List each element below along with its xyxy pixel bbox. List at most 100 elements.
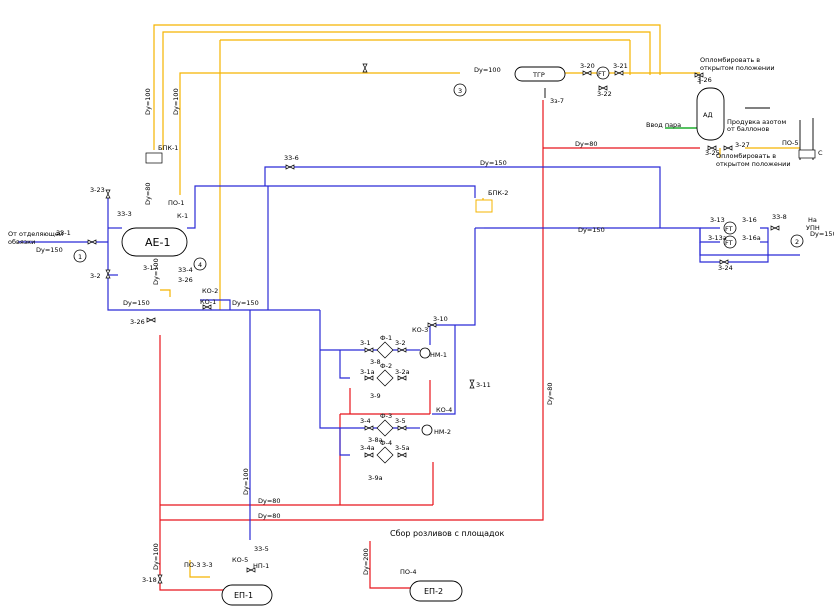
- svg-text:обвязки: обвязки: [8, 238, 35, 246]
- svg-text:Dy=150: Dy=150: [123, 299, 150, 307]
- svg-text:3-2: 3-2: [90, 272, 101, 280]
- vessel-tgr[interactable]: ТГР: [514, 66, 566, 82]
- svg-text:открытом положении: открытом положении: [716, 160, 791, 168]
- svg-text:Опломбировать в: Опломбировать в: [716, 152, 776, 160]
- ft-instrument-2[interactable]: FT: [723, 221, 737, 235]
- svg-text:ПО-1: ПО-1: [168, 199, 185, 207]
- svg-text:На: На: [808, 216, 817, 224]
- svg-text:4: 4: [198, 261, 202, 269]
- pipe-labels: Dy=150 Dy=150 Dy=150 Dy=150 Dy=150 Dy=15…: [36, 66, 834, 575]
- svg-text:3-16: 3-16: [742, 216, 757, 224]
- svg-text:Dy=150: Dy=150: [36, 246, 63, 254]
- svg-text:Dy=80: Dy=80: [258, 497, 281, 505]
- svg-text:Dy=100: Dy=100: [474, 66, 501, 74]
- connection-circle-4: 4: [193, 257, 207, 271]
- ft-instrument-3[interactable]: FT: [723, 235, 737, 249]
- svg-text:3: 3: [458, 87, 462, 95]
- svg-text:Dy=80: Dy=80: [258, 512, 281, 520]
- svg-text:Ввод пара: Ввод пара: [646, 121, 681, 129]
- svg-text:БПК-2: БПК-2: [488, 189, 508, 197]
- safety-valve-bpk2[interactable]: [475, 199, 493, 213]
- svg-text:НП-1: НП-1: [253, 562, 269, 570]
- svg-text:УПН: УПН: [806, 224, 820, 232]
- svg-text:3-13а: 3-13а: [708, 234, 727, 242]
- svg-text:Dy=80: Dy=80: [144, 182, 152, 205]
- svg-text:33-8: 33-8: [772, 213, 787, 221]
- svg-text:3-26: 3-26: [697, 76, 712, 84]
- svg-text:Dy=150: Dy=150: [480, 159, 507, 167]
- svg-text:3-2а: 3-2а: [395, 368, 410, 376]
- tgr-label: ТГР: [532, 71, 545, 79]
- svg-text:3з-7: 3з-7: [550, 97, 564, 105]
- ep2-label: ЕП-2: [424, 587, 443, 596]
- vessel-ae1[interactable]: АЕ-1: [121, 227, 188, 257]
- vessel-ep2[interactable]: ЕП-2: [409, 580, 463, 602]
- svg-text:Dy=80: Dy=80: [575, 140, 598, 148]
- ad-label: АД: [703, 111, 713, 119]
- svg-text:3-25: 3-25: [705, 149, 720, 157]
- svg-text:Dy=200: Dy=200: [362, 548, 370, 575]
- svg-text:FT: FT: [598, 70, 606, 78]
- svg-text:Продувка азотом: Продувка азотом: [727, 118, 786, 126]
- svg-text:КО-2: КО-2: [202, 287, 218, 295]
- svg-text:Dy=150: Dy=150: [232, 299, 259, 307]
- svg-text:КО-5: КО-5: [232, 556, 248, 564]
- svg-text:3-22: 3-22: [597, 90, 612, 98]
- pump-nm2[interactable]: НМ-2: [421, 424, 451, 436]
- svg-text:Dy=100: Dy=100: [242, 468, 250, 495]
- svg-text:33-6: 33-6: [284, 154, 299, 162]
- svg-text:Ф-1: Ф-1: [380, 334, 392, 342]
- svg-text:Dy=100: Dy=100: [152, 258, 160, 285]
- svg-text:Dy=150: Dy=150: [810, 230, 834, 238]
- ft-instrument-1[interactable]: FT: [596, 66, 610, 80]
- equipment-tags: 33-1 3-23 33-3 3-2 3-17 33-4 3-26 3-26 3…: [56, 62, 799, 584]
- pump-nm1[interactable]: НМ-1: [419, 347, 447, 359]
- svg-text:Ф-2: Ф-2: [380, 362, 392, 370]
- svg-text:Dy=100: Dy=100: [152, 543, 160, 570]
- svg-text:3-4а: 3-4а: [360, 444, 375, 452]
- svg-text:ПО-3: ПО-3: [184, 561, 201, 569]
- svg-text:3-8а: 3-8а: [368, 436, 383, 444]
- svg-text:3-24: 3-24: [718, 264, 733, 272]
- svg-text:3-8: 3-8: [370, 358, 381, 366]
- svg-text:3-17: 3-17: [143, 264, 158, 272]
- svg-text:1: 1: [78, 253, 82, 261]
- svg-text:Dy=100: Dy=100: [172, 88, 180, 115]
- svg-text:3-16а: 3-16а: [742, 234, 761, 242]
- svg-text:FT: FT: [725, 225, 733, 233]
- svg-text:КО-4: КО-4: [436, 406, 452, 414]
- safety-valve-bpk1[interactable]: [145, 152, 163, 164]
- svg-text:3-4: 3-4: [360, 417, 371, 425]
- svg-text:Сбор розливов с площадок: Сбор розливов с площадок: [390, 529, 504, 538]
- svg-text:33-1: 33-1: [56, 229, 71, 237]
- svg-text:3-23: 3-23: [90, 186, 105, 194]
- svg-text:3-26: 3-26: [130, 318, 145, 326]
- svg-text:3-10: 3-10: [433, 315, 448, 323]
- svg-text:33-5: 33-5: [254, 545, 269, 553]
- text-labels: От отделяющей обвязки На УПН Сбор розлив…: [8, 56, 823, 538]
- connection-circle-2: 2: [790, 234, 804, 248]
- svg-text:от баллонов: от баллонов: [727, 125, 769, 133]
- filter-f4[interactable]: Ф-4: [376, 439, 394, 464]
- filter-f2[interactable]: Ф-2: [376, 362, 394, 387]
- filter-f3[interactable]: Ф-3: [376, 412, 394, 437]
- svg-text:К-1: К-1: [177, 212, 188, 220]
- yellow-pipes: [153, 24, 800, 578]
- svg-text:Dy=150: Dy=150: [578, 226, 605, 234]
- vessel-ep1[interactable]: ЕП-1: [221, 584, 273, 606]
- svg-text:FT: FT: [725, 239, 733, 247]
- svg-text:3-11: 3-11: [476, 381, 491, 389]
- svg-text:3-20: 3-20: [580, 62, 595, 70]
- svg-text:3-1а: 3-1а: [360, 368, 375, 376]
- svg-text:От отделяющей: От отделяющей: [8, 230, 63, 238]
- svg-text:ПО-4: ПО-4: [400, 568, 417, 576]
- filter-f1[interactable]: Ф-1: [376, 334, 394, 359]
- vessel-ad[interactable]: АД: [696, 87, 725, 141]
- svg-text:3-2: 3-2: [395, 339, 406, 347]
- svg-text:3-5а: 3-5а: [395, 444, 410, 452]
- svg-text:3-5: 3-5: [395, 417, 406, 425]
- svg-text:Dy=80: Dy=80: [546, 382, 554, 405]
- connection-circle-1: 1: [73, 249, 87, 263]
- svg-text:3-9а: 3-9а: [368, 474, 383, 482]
